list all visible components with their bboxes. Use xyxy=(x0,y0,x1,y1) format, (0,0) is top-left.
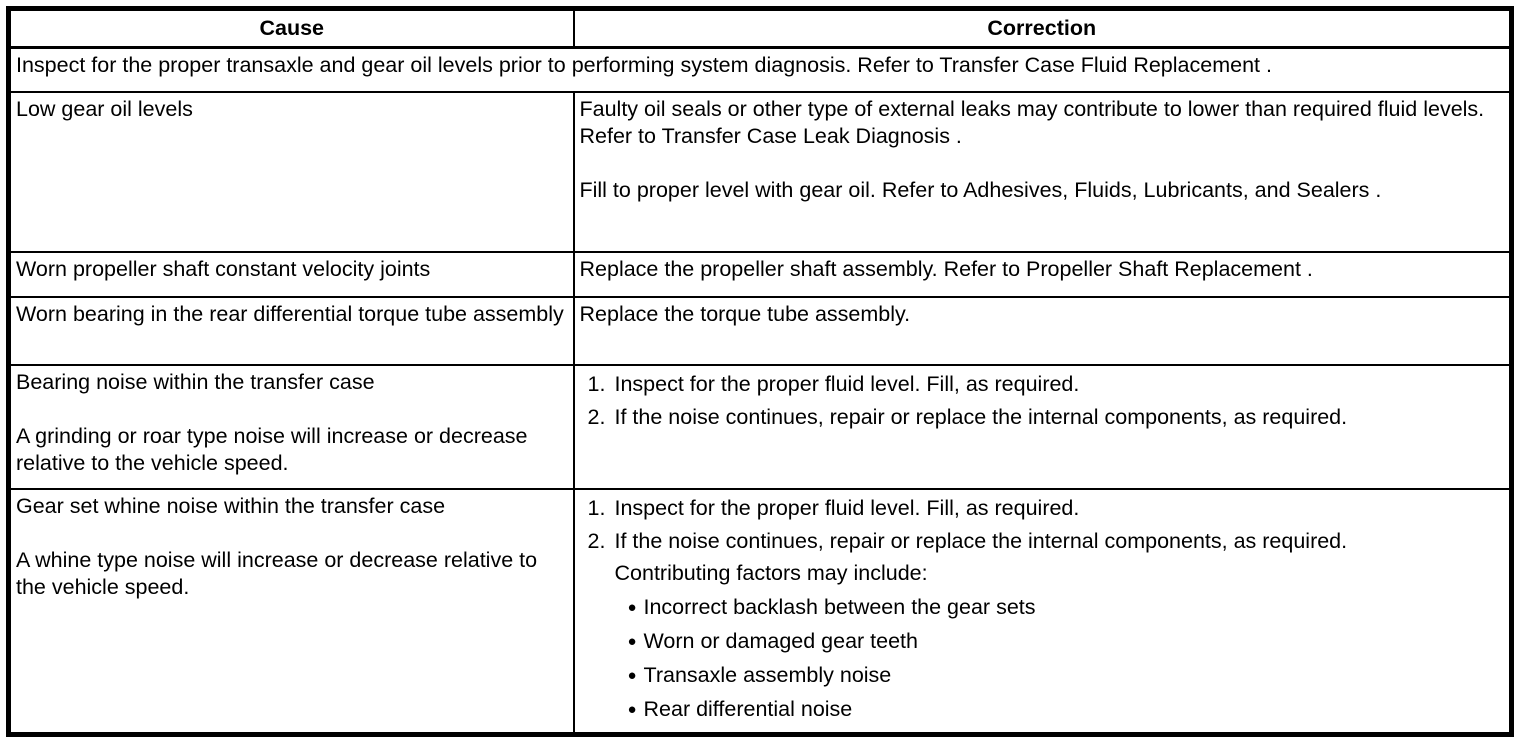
table-row: Bearing noise within the transfer case A… xyxy=(7,364,1513,490)
cause-text: A grinding or roar type noise will incre… xyxy=(16,424,528,475)
cause-text: Gear set whine noise within the transfer… xyxy=(16,494,446,518)
bullet-icon: ● xyxy=(627,667,637,684)
bullet-item: ● Rear differential noise xyxy=(615,696,1505,723)
cause-text: Bearing noise within the transfer case xyxy=(16,370,375,394)
bullet-item: ● Incorrect backlash between the gear se… xyxy=(615,594,1505,621)
step-text: Inspect for the proper fluid level. Fill… xyxy=(614,496,1080,520)
cause-text: A whine type noise will increase or decr… xyxy=(16,548,538,599)
header-cause: Cause xyxy=(7,7,575,49)
correction-paragraph: Replace the torque tube assembly. xyxy=(579,302,911,326)
step-item: 1. Inspect for the proper fluid level. F… xyxy=(588,495,1505,522)
correction-steps: 1. Inspect for the proper fluid level. F… xyxy=(580,369,1505,431)
cause-cell: Worn propeller shaft constant velocity j… xyxy=(7,251,575,298)
correction-cell: Faulty oil seals or other type of extern… xyxy=(572,91,1513,253)
bullet-text: Incorrect backlash between the gear sets xyxy=(643,595,1036,619)
bullet-icon: ● xyxy=(627,701,637,718)
table-row: Worn propeller shaft constant velocity j… xyxy=(7,251,1513,298)
correction-paragraph: Replace the propeller shaft assembly. Re… xyxy=(579,257,1313,281)
step-text: Inspect for the proper fluid level. Fill… xyxy=(614,372,1080,396)
cause-cell: Low gear oil levels xyxy=(7,91,575,253)
correction-cell: Replace the propeller shaft assembly. Re… xyxy=(572,251,1513,298)
step-number: 2. xyxy=(587,405,606,429)
step-item: 2. If the noise continues, repair or rep… xyxy=(588,404,1505,431)
cause-correction-table: Cause Correction Inspect for the proper … xyxy=(6,6,1514,737)
table-header-row: Cause Correction xyxy=(7,7,1513,49)
table-row: Gear set whine noise within the transfer… xyxy=(7,488,1513,736)
cause-text: Worn propeller shaft constant velocity j… xyxy=(16,257,431,281)
bullet-item: ● Worn or damaged gear teeth xyxy=(615,628,1505,655)
step-body: If the noise continues, repair or replac… xyxy=(615,528,1505,723)
bullet-text: Worn or damaged gear teeth xyxy=(643,629,919,653)
header-correction: Correction xyxy=(572,7,1513,49)
bullet-text: Transaxle assembly noise xyxy=(643,663,892,687)
bullet-list: ● Incorrect backlash between the gear se… xyxy=(615,594,1505,723)
step-number: 1. xyxy=(587,372,606,396)
correction-paragraph: Fill to proper level with gear oil. Refe… xyxy=(579,178,1382,202)
correction-cell: 1. Inspect for the proper fluid level. F… xyxy=(572,364,1513,490)
bullet-item: ● Transaxle assembly noise xyxy=(615,662,1505,689)
bullet-icon: ● xyxy=(627,633,637,650)
step-number: 2. xyxy=(587,529,606,553)
correction-steps: 1. Inspect for the proper fluid level. F… xyxy=(580,493,1505,723)
step-item: 1. Inspect for the proper fluid level. F… xyxy=(588,371,1505,398)
correction-paragraph: Faulty oil seals or other type of extern… xyxy=(579,97,1485,148)
step-text: If the noise continues, repair or replac… xyxy=(614,529,1348,553)
step-item: 2. If the noise continues, repair or rep… xyxy=(588,528,1505,723)
bullet-icon: ● xyxy=(627,599,637,616)
correction-cell: 1. Inspect for the proper fluid level. F… xyxy=(572,488,1513,736)
cause-text: Worn bearing in the rear differential to… xyxy=(16,302,564,326)
step-number: 1. xyxy=(587,496,606,520)
table-row-intro: Inspect for the proper transaxle and gea… xyxy=(7,46,1513,93)
step-note: Contributing factors may include: xyxy=(614,561,928,585)
bullet-text: Rear differential noise xyxy=(643,697,853,721)
table-row: Worn bearing in the rear differential to… xyxy=(7,296,1513,366)
step-text: If the noise continues, repair or replac… xyxy=(614,405,1348,429)
cause-text: Low gear oil levels xyxy=(16,97,193,121)
cause-cell: Gear set whine noise within the transfer… xyxy=(7,488,575,736)
correction-cell: Replace the torque tube assembly. xyxy=(572,296,1513,366)
table-row: Low gear oil levels Faulty oil seals or … xyxy=(7,91,1513,253)
cause-cell: Bearing noise within the transfer case A… xyxy=(7,364,575,490)
intro-cell: Inspect for the proper transaxle and gea… xyxy=(7,46,1513,93)
cause-cell: Worn bearing in the rear differential to… xyxy=(7,296,575,366)
